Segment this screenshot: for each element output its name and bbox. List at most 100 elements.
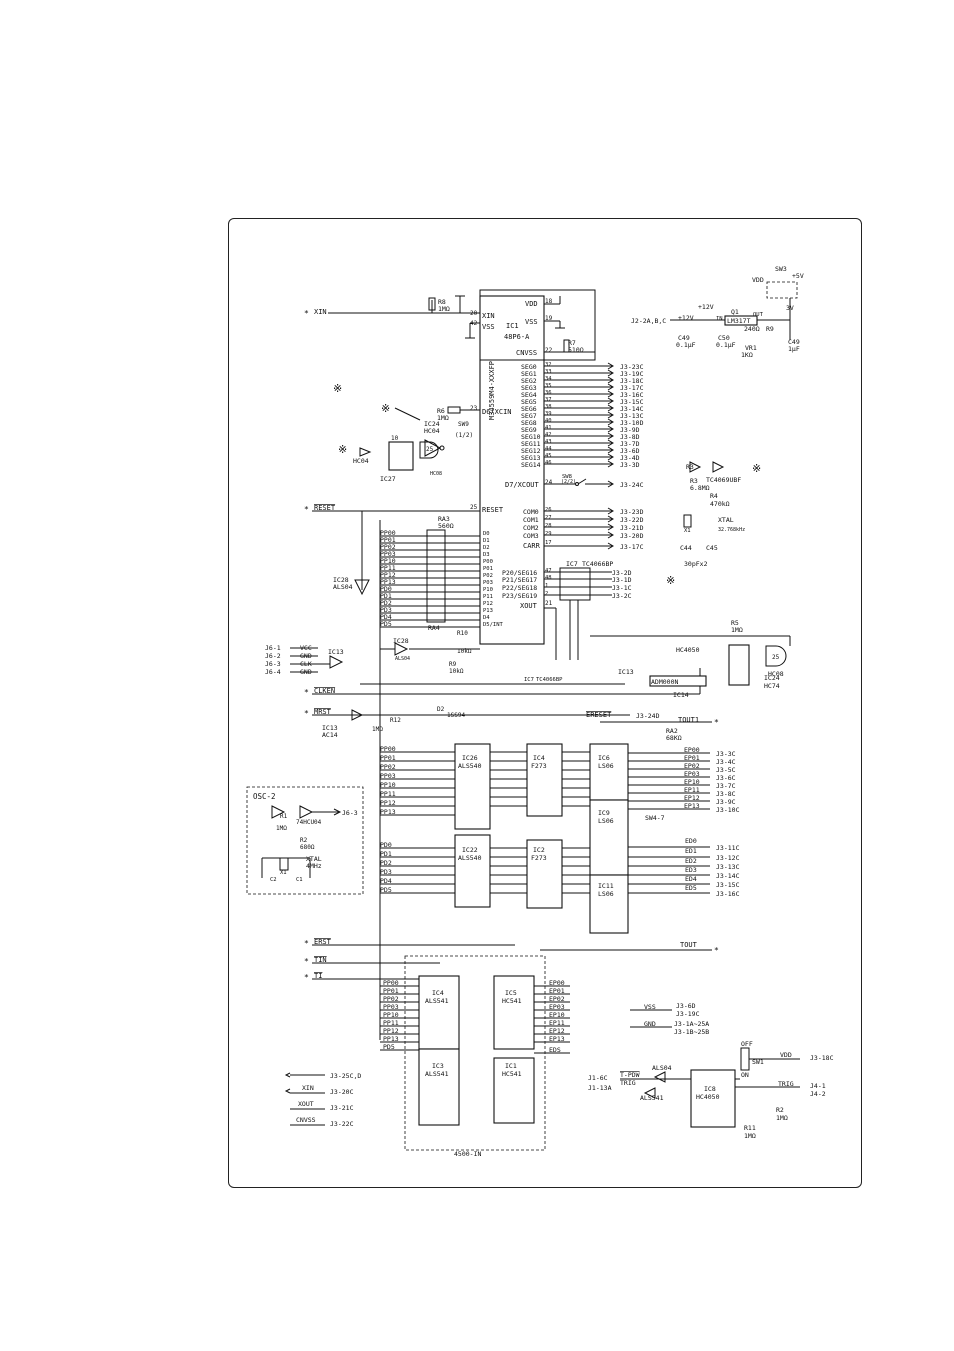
pin-xcin: D6/XCIN [482,408,512,416]
svg-text:J3-1B~25B: J3-1B~25B [674,1028,709,1036]
svg-text:+12V: +12V [678,314,694,322]
svg-text:22: 22 [545,347,553,354]
svg-text:4MHz: 4MHz [306,862,322,870]
svg-text:COM3: COM3 [523,532,539,540]
svg-text:680Ω: 680Ω [300,844,315,851]
svg-text:XIN: XIN [302,1084,314,1092]
svg-text:(1/2): (1/2) [455,432,473,439]
svg-text:PP01: PP01 [380,754,396,762]
svg-text:J4-2: J4-2 [810,1090,826,1098]
svg-text:SEG13: SEG13 [521,454,541,462]
svg-text:J3-9D: J3-9D [620,426,640,434]
osc2-module: OSC-2 J6-3 R1 74HCU04 1MΩ R2 680Ω XTAL 4… [246,786,364,895]
ic7-label: IC7 [566,560,578,568]
svg-text:*: * [304,709,309,718]
svg-text:PP00: PP00 [380,745,396,753]
svg-text:J3-10C: J3-10C [716,806,740,814]
svg-text:J3-8C: J3-8C [716,790,736,798]
svg-text:J6-2: J6-2 [265,652,281,660]
svg-text:D0: D0 [483,531,490,537]
svg-text:43: 43 [545,439,552,445]
svg-text:J3-16C: J3-16C [716,890,740,898]
svg-text:P00: P00 [483,559,493,565]
svg-text:IC24: IC24 [764,674,780,682]
svg-text:SEG11: SEG11 [521,440,541,448]
svg-text:6.8MΩ: 6.8MΩ [690,484,710,492]
reset-signal: * RESET [304,504,480,590]
svg-text:HC4050: HC4050 [696,1093,720,1101]
svg-text:J3-25C,D: J3-25C,D [330,1072,361,1080]
svg-text:TOUT1: TOUT1 [678,716,699,724]
svg-text:4500-IN: 4500-IN [454,1150,481,1158]
pin-carr: CARR [523,542,541,550]
j3-left-connections: J3-25C,D XIN J3-20C XOUT J3-21C CNVSS J3… [284,1072,361,1128]
svg-text:42: 42 [545,432,552,438]
svg-text:34: 34 [545,376,552,382]
svg-text:*: * [304,688,309,697]
svg-text:F273: F273 [531,762,547,770]
svg-text:SW8: SW8 [562,474,572,480]
svg-text:1MΩ: 1MΩ [276,825,287,832]
svg-text:240Ω: 240Ω [744,325,760,333]
svg-text:J3-4C: J3-4C [716,758,736,766]
mcu-ref: IC1 [506,322,519,330]
svg-text:J3-20C: J3-20C [330,1088,354,1096]
svg-text:32.768kHz: 32.768kHz [718,527,745,533]
svg-text:ON: ON [741,1071,749,1079]
svg-text:ED2: ED2 [685,857,697,865]
svg-text:MRST: MRST [314,708,332,716]
svg-text:OSC-2: OSC-2 [253,792,276,801]
svg-text:HC04: HC04 [424,427,440,435]
svg-text:R4: R4 [710,492,718,500]
svg-text:D4: D4 [483,615,490,621]
svg-text:1KΩ: 1KΩ [741,351,753,359]
svg-text:PP11: PP11 [380,564,396,572]
svg-text:44: 44 [545,446,552,452]
svg-text:J4-1: J4-1 [810,1082,826,1090]
svg-text:D3: D3 [483,552,490,558]
svg-text:PP02: PP02 [383,995,399,1003]
svg-text:HC541: HC541 [502,1070,522,1078]
svg-text:SEG5: SEG5 [521,398,537,406]
svg-text:10kΩ: 10kΩ [457,648,472,655]
svg-text:PD4: PD4 [380,877,392,885]
svg-text:28: 28 [545,523,552,529]
svg-text:PP11: PP11 [383,1019,399,1027]
svg-text:1: 1 [545,583,548,589]
svg-text:EDS: EDS [549,1046,561,1054]
svg-text:COM1: COM1 [523,516,539,524]
ic26-inputs: PP00 PP01 PP02 PP03 PP10 PP11 PP12 PP13 [380,745,455,816]
svg-text:21: 21 [545,600,553,607]
svg-text:J3-7D: J3-7D [620,440,640,448]
svg-text:J6-3: J6-3 [342,809,358,817]
svg-text:PP11: PP11 [380,790,396,798]
svg-text:P10: P10 [483,587,493,593]
svg-text:COM0: COM0 [523,508,539,516]
svg-text:SW1: SW1 [752,1058,764,1066]
svg-text:SEG8: SEG8 [521,419,537,427]
svg-text:※: ※ [666,574,675,587]
svg-text:XTAL: XTAL [718,516,734,524]
svg-text:X1: X1 [684,528,691,534]
svg-text:J3-15C: J3-15C [716,881,740,889]
pin-vdd: VDD [525,300,538,308]
svg-text:J6-1: J6-1 [265,644,281,652]
svg-text:PD2: PD2 [380,599,392,607]
svg-text:※: ※ [381,402,390,415]
svg-text:EP03: EP03 [549,1003,565,1011]
svg-text:25: 25 [470,504,478,511]
svg-text:IC4: IC4 [533,754,545,762]
